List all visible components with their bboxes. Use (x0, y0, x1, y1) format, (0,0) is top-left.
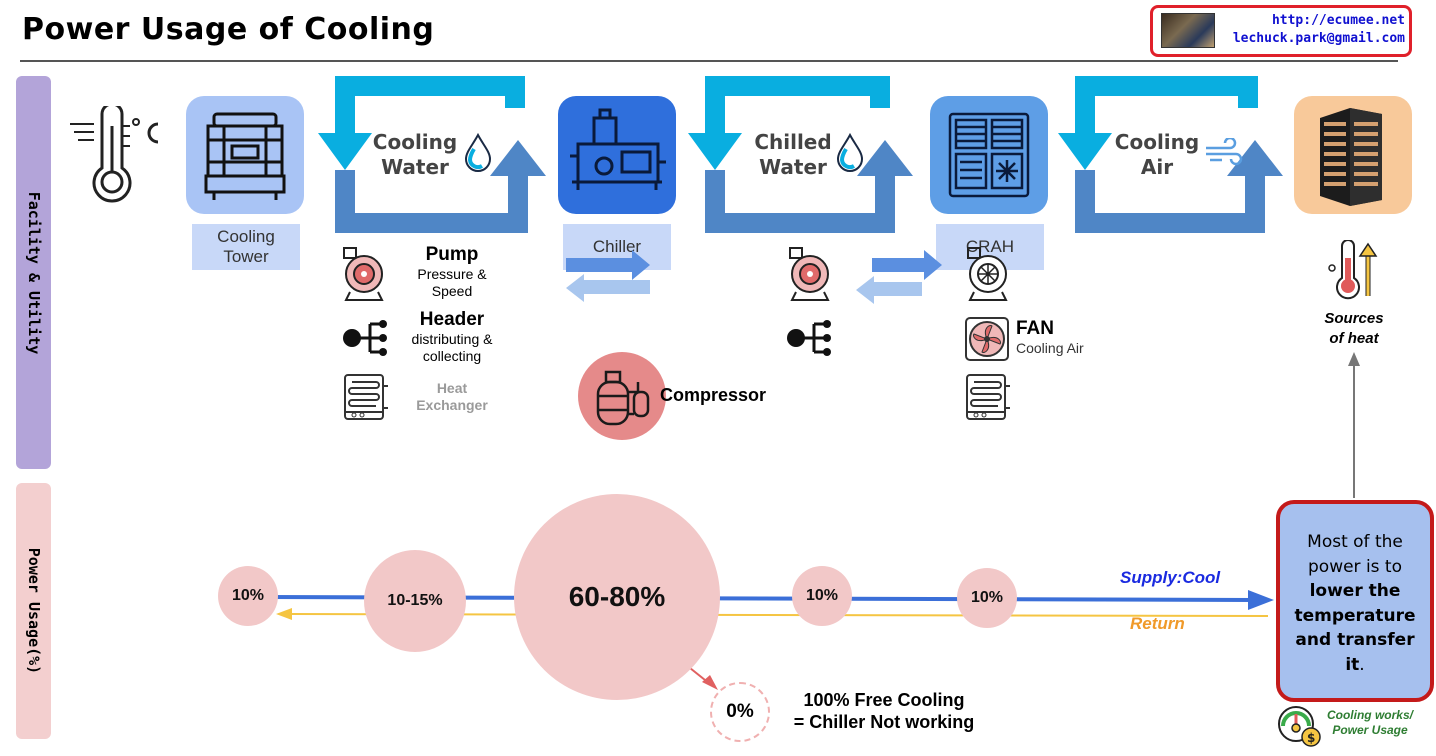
cooling-tower-tile (186, 96, 304, 214)
contact-box: http://ecumee.net lechuck.park@gmail.com (1150, 5, 1412, 57)
heat-rising-icon (1328, 240, 1378, 300)
return-arrowhead (276, 608, 292, 620)
compressor-circle (578, 352, 666, 440)
crah-icon (948, 112, 1030, 198)
chilled-water-supply-arrow (705, 170, 895, 233)
free-cooling-value: 0% (726, 701, 754, 722)
cooling-water-return-arrow (335, 76, 525, 140)
flow-arrows (318, 76, 1283, 233)
heat-exchanger-icon (966, 374, 1010, 420)
power-circle-pump: 10-15% (364, 550, 466, 652)
heat-exchanger-icon (344, 374, 388, 420)
fan-icon (965, 317, 1009, 361)
cooling-water-supply-arrow (335, 170, 528, 233)
facility-utility-band: Facility & Utility (16, 76, 51, 469)
blower-icon (967, 247, 1008, 301)
pump-icon (343, 247, 384, 301)
pump-icon (789, 247, 830, 301)
free-cooling-circle: 0% (710, 682, 770, 742)
compressor-label: Compressor (660, 385, 767, 405)
title-divider (20, 60, 1398, 62)
server-rack-tile (1294, 96, 1412, 214)
header-icon (787, 320, 831, 356)
power-circle-crah: 10% (957, 568, 1017, 628)
pump-text: Pump Pressure & Speed (417, 244, 487, 299)
power-circle-cooling-tower: 10% (218, 566, 278, 626)
contact-email[interactable]: lechuck.park@gmail.com (1232, 31, 1405, 46)
svg-text:$: $ (1307, 731, 1315, 745)
header-icon (343, 320, 387, 356)
server-rack-icon (1320, 108, 1382, 206)
exchange-arrows-chiller (566, 250, 650, 302)
power-usage-band: Power Usage(%) (16, 483, 51, 739)
compressor-icon (596, 370, 650, 426)
supply-arrowhead (1248, 590, 1274, 610)
gauge-dollar-icon: $ (1278, 706, 1321, 747)
thermometer-icon (70, 106, 159, 203)
header-text: Header distributing & collecting (411, 309, 493, 364)
cooling-air-return-arrow (1075, 76, 1258, 140)
free-cooling-text: 100% Free Cooling= Chiller Not working (793, 690, 975, 732)
wind-icon (1206, 138, 1243, 166)
chiller-tile (558, 96, 676, 214)
footer-note: Cooling works/Power Usage (1326, 708, 1413, 737)
cooling-air-supply-arrow (1075, 170, 1265, 233)
page-title: Power Usage of Cooling (22, 12, 435, 47)
contact-url[interactable]: http://ecumee.net (1271, 13, 1405, 28)
author-thumbnail (1161, 13, 1215, 48)
power-circle-chilled-pump: 10% (792, 566, 852, 626)
water-drop-icon (836, 132, 864, 172)
chilled-water-return-arrow (705, 76, 890, 140)
exchange-arrows-crah (856, 250, 942, 304)
fan-text: FAN Cooling Air (1016, 318, 1084, 356)
power-circle-chiller: 60-80% (514, 494, 720, 700)
up-arrow-head (1348, 352, 1360, 366)
crah-tile (930, 96, 1048, 214)
cooling-tower-icon (204, 112, 286, 200)
chiller-icon (570, 108, 666, 190)
water-drop-icon (464, 132, 492, 172)
return-label: Return (1130, 614, 1185, 633)
summary-box: Most of the power is to lower the temper… (1276, 500, 1434, 702)
supply-label: Supply:Cool (1120, 568, 1221, 587)
